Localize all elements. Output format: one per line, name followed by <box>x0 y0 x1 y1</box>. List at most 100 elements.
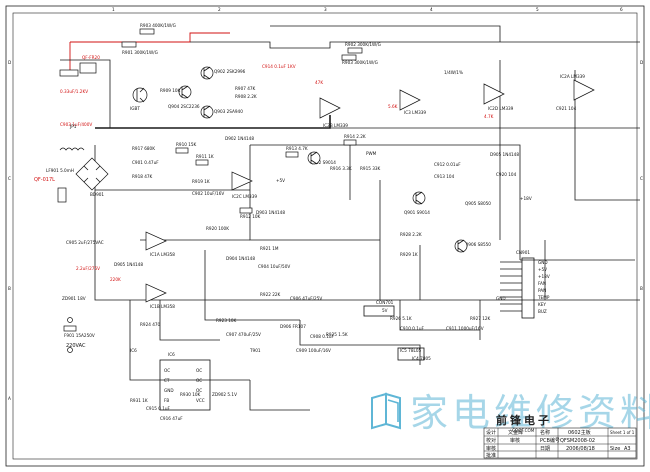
svg-text:Q903 2SA940: Q903 2SA940 <box>214 109 243 114</box>
connector-cn901: GND +5V +18V FAN PAN TEMP KEY BUZ <box>500 257 550 319</box>
svg-text:IC4 7805: IC4 7805 <box>412 356 431 361</box>
inner-border <box>12 12 638 460</box>
svg-text:VCC: VCC <box>196 398 205 403</box>
svg-text:5V: 5V <box>382 308 388 313</box>
svg-text:Sheet 1 of 1: Sheet 1 of 1 <box>610 430 635 435</box>
svg-text:D905 1N4148: D905 1N4148 <box>114 262 143 267</box>
svg-text:GND: GND <box>164 388 174 393</box>
svg-text:T901: T901 <box>249 348 261 353</box>
transistor-q903: Q903 2SA940 <box>200 105 243 119</box>
power-rails <box>60 25 640 411</box>
svg-text:GND: GND <box>538 260 548 265</box>
svg-text:D906 FR107: D906 FR107 <box>280 324 306 329</box>
svg-text:C915 0.1uF: C915 0.1uF <box>146 406 171 411</box>
svg-text:R909 10K: R909 10K <box>160 88 181 93</box>
svg-text:C912 0.01uF: C912 0.01uF <box>434 162 461 167</box>
svg-text:OC: OC <box>196 378 202 383</box>
svg-text:C907 470uF/25V: C907 470uF/25V <box>226 332 261 337</box>
svg-text:D902 1N4148: D902 1N4148 <box>225 136 254 141</box>
svg-text:+5V: +5V <box>276 178 285 183</box>
svg-text:Q901 S9014: Q901 S9014 <box>404 210 430 215</box>
svg-text:1: 1 <box>112 7 115 12</box>
svg-text:CON701: CON701 <box>376 300 394 305</box>
svg-text:R915 33K: R915 33K <box>360 166 381 171</box>
comparators: IC2B LM339 IC3 LM339 5.6K 47K IC2C LM339… <box>145 74 595 309</box>
misc-components: R910 15K R911 1K R912 10K D903 1N4148 R9… <box>76 70 577 421</box>
svg-text:IC3 LM339: IC3 LM339 <box>404 110 426 115</box>
svg-text:BD901: BD901 <box>90 192 104 197</box>
grid-left: D C B A D C B <box>8 60 643 401</box>
svg-text:C920 104: C920 104 <box>496 172 517 177</box>
igbt-symbol: IGBT <box>130 87 148 111</box>
svg-text:C902 10uF/16V: C902 10uF/16V <box>192 191 224 196</box>
svg-text:R913 4.7K: R913 4.7K <box>286 146 308 151</box>
controller-ic: IC6 OC CT GND FB OC OC OC VCC <box>159 352 211 411</box>
svg-text:F901 15A250V: F901 15A250V <box>64 333 95 338</box>
svg-text:R916 3.3K: R916 3.3K <box>330 166 352 171</box>
svg-text:C921 104: C921 104 <box>556 106 577 111</box>
svg-text:IC6: IC6 <box>168 352 175 357</box>
svg-text:Q904 2SC2236: Q904 2SC2236 <box>168 104 200 109</box>
svg-text:CQQF.COM: CQQF.COM <box>512 428 535 433</box>
svg-text:R912 10K: R912 10K <box>240 214 261 219</box>
svg-text:C908 0.1uF: C908 0.1uF <box>310 334 335 339</box>
svg-text:R902 300K/1W/G: R902 300K/1W/G <box>345 42 381 47</box>
svg-text:C911 1000uF/16V: C911 1000uF/16V <box>446 326 484 331</box>
svg-text:B: B <box>8 286 11 291</box>
transistor-q902b <box>307 151 321 165</box>
svg-text:220VAC: 220VAC <box>66 343 86 349</box>
regulator-block <box>397 347 425 361</box>
svg-text:C910 0.1uF: C910 0.1uF <box>400 326 425 331</box>
svg-text:IC6: IC6 <box>130 348 137 353</box>
svg-text:ZD901 18V: ZD901 18V <box>62 296 86 301</box>
svg-text:220K: 220K <box>110 277 121 282</box>
svg-text:R922 22K: R922 22K <box>260 292 281 297</box>
svg-text:FB: FB <box>164 398 169 403</box>
svg-text:0602主板: 0602主板 <box>568 429 591 436</box>
svg-text:R903 400K/1W/G: R903 400K/1W/G <box>140 23 176 28</box>
svg-text:6: 6 <box>620 7 623 12</box>
svg-text:R928 2.2K: R928 2.2K <box>400 232 422 237</box>
svg-text:文金辉: 文金辉 <box>508 429 523 436</box>
svg-text:C904 10uF/50V: C904 10uF/50V <box>258 264 290 269</box>
svg-text:KEY: KEY <box>538 302 546 307</box>
svg-text:D905 1N4148: D905 1N4148 <box>490 152 519 157</box>
svg-text:R910 15K: R910 15K <box>176 142 197 147</box>
svg-text:审核: 审核 <box>486 445 496 452</box>
watermark-text: 家电维修资料网 <box>410 391 650 435</box>
open-book-icon <box>371 392 401 430</box>
transistor-q902: Q902 2SK2996 <box>200 66 246 80</box>
svg-text:R917 680K: R917 680K <box>132 146 155 151</box>
svg-text:+5V: +5V <box>538 267 547 272</box>
svg-text:R924 470: R924 470 <box>140 322 161 327</box>
svg-text:Q906 S8550: Q906 S8550 <box>465 242 491 247</box>
transistor-q905 <box>412 191 426 205</box>
svg-text:校对: 校对 <box>486 437 496 444</box>
svg-text:CN901: CN901 <box>516 250 530 255</box>
power-stage: R903 400K/1W/G R901 300K/1W/G R902 300K/… <box>121 23 381 141</box>
svg-text:批准: 批准 <box>486 452 496 459</box>
svg-text:ZD902 5.1V: ZD902 5.1V <box>212 392 237 397</box>
svg-text:QFSM2008-02: QFSM2008-02 <box>560 438 595 444</box>
svg-text:JP1: JP1 <box>69 124 77 129</box>
svg-text:D: D <box>8 60 11 65</box>
svg-text:C903 1uF/400V: C903 1uF/400V <box>60 122 92 127</box>
svg-text:2: 2 <box>218 7 221 12</box>
coil-symbol <box>59 147 85 151</box>
svg-text:GND: GND <box>496 296 506 301</box>
svg-text:C916 47uF: C916 47uF <box>160 416 183 421</box>
svg-text:R923 10K: R923 10K <box>216 318 237 323</box>
svg-text:C: C <box>640 176 643 181</box>
svg-text:R919 1K: R919 1K <box>192 179 210 184</box>
svg-text:R921 1M: R921 1M <box>260 246 279 251</box>
filter-block <box>59 69 79 77</box>
svg-text:Size: Size <box>610 446 620 452</box>
svg-text:C913 104: C913 104 <box>434 174 455 179</box>
cn-pin-labels: GND +5V +18V FAN PAN TEMP KEY BUZ <box>537 260 550 314</box>
svg-text:B: B <box>640 286 643 291</box>
svg-text:R911 1K: R911 1K <box>196 154 214 159</box>
title-block: 设计 校对 审核 批准 文金辉 名称 0602主板 Sheet 1 of 1 P… <box>483 427 637 459</box>
svg-text:R927 12K: R927 12K <box>470 316 491 321</box>
svg-text:A: A <box>8 396 11 401</box>
